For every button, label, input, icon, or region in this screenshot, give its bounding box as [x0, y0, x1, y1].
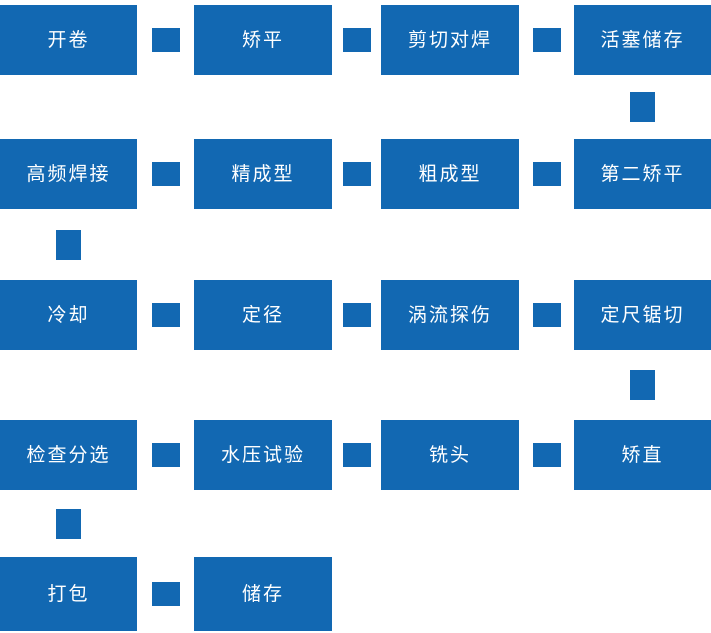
connector-horizontal: [152, 443, 180, 467]
flow-step-kaijuan: 开卷: [0, 5, 137, 75]
flow-step-dingchi-juqie: 定尺锯切: [574, 280, 711, 350]
flow-step-label: 精成型: [231, 162, 295, 185]
flow-step-shuiya-shiyan: 水压试验: [194, 420, 332, 490]
flow-step-jiaozhi: 矫直: [574, 420, 711, 490]
connector-horizontal: [343, 28, 371, 52]
flow-step-label: 粗成型: [418, 162, 482, 185]
connector-horizontal: [343, 303, 371, 327]
connector-horizontal: [152, 162, 180, 186]
flow-step-huosai-chucun: 活塞储存: [574, 5, 711, 75]
connector-vertical: [56, 230, 81, 260]
connector-vertical: [56, 509, 81, 539]
flow-step-dabao: 打包: [0, 557, 137, 631]
connector-horizontal: [533, 162, 561, 186]
flow-step-dingjing: 定径: [194, 280, 332, 350]
connector-horizontal: [152, 28, 180, 52]
flow-step-label: 打包: [47, 582, 90, 605]
flow-step-label: 定径: [241, 303, 284, 326]
connector-horizontal: [152, 582, 180, 606]
flow-step-label: 剪切对焊: [407, 28, 492, 51]
flow-step-jianqie-duihan: 剪切对焊: [381, 5, 519, 75]
flow-step-xitou: 铣头: [381, 420, 519, 490]
connector-vertical: [630, 92, 655, 122]
flow-step-woliu-tanshang: 涡流探伤: [381, 280, 519, 350]
connector-horizontal: [152, 303, 180, 327]
flow-step-label: 定尺锯切: [600, 303, 685, 326]
flow-step-dier-jiaoping: 第二矫平: [574, 139, 711, 209]
flow-step-label: 冷却: [47, 303, 90, 326]
flow-step-label: 水压试验: [220, 443, 305, 466]
flow-step-label: 铣头: [428, 443, 471, 466]
connector-horizontal: [343, 162, 371, 186]
flow-step-label: 高频焊接: [26, 162, 111, 185]
flow-step-lengque: 冷却: [0, 280, 137, 350]
flow-step-jingchengxing: 精成型: [194, 139, 332, 209]
flow-step-gaopin-hanjie: 高频焊接: [0, 139, 137, 209]
flow-step-label: 检查分选: [26, 443, 111, 466]
flow-step-label: 开卷: [47, 28, 90, 51]
flow-step-label: 活塞储存: [600, 28, 685, 51]
flow-step-label: 矫平: [241, 28, 284, 51]
flow-step-jiaoping: 矫平: [194, 5, 332, 75]
connector-horizontal: [533, 303, 561, 327]
flow-step-label: 第二矫平: [600, 162, 685, 185]
connector-vertical: [630, 370, 655, 400]
connector-horizontal: [533, 28, 561, 52]
flow-step-jiancha-fenxuan: 检查分选: [0, 420, 137, 490]
flow-step-cuchengxing: 粗成型: [381, 139, 519, 209]
flow-step-label: 涡流探伤: [407, 303, 492, 326]
connector-horizontal: [533, 443, 561, 467]
flow-step-label: 储存: [241, 582, 284, 605]
flow-step-chucun: 储存: [194, 557, 332, 631]
connector-horizontal: [343, 443, 371, 467]
flow-step-label: 矫直: [621, 443, 664, 466]
